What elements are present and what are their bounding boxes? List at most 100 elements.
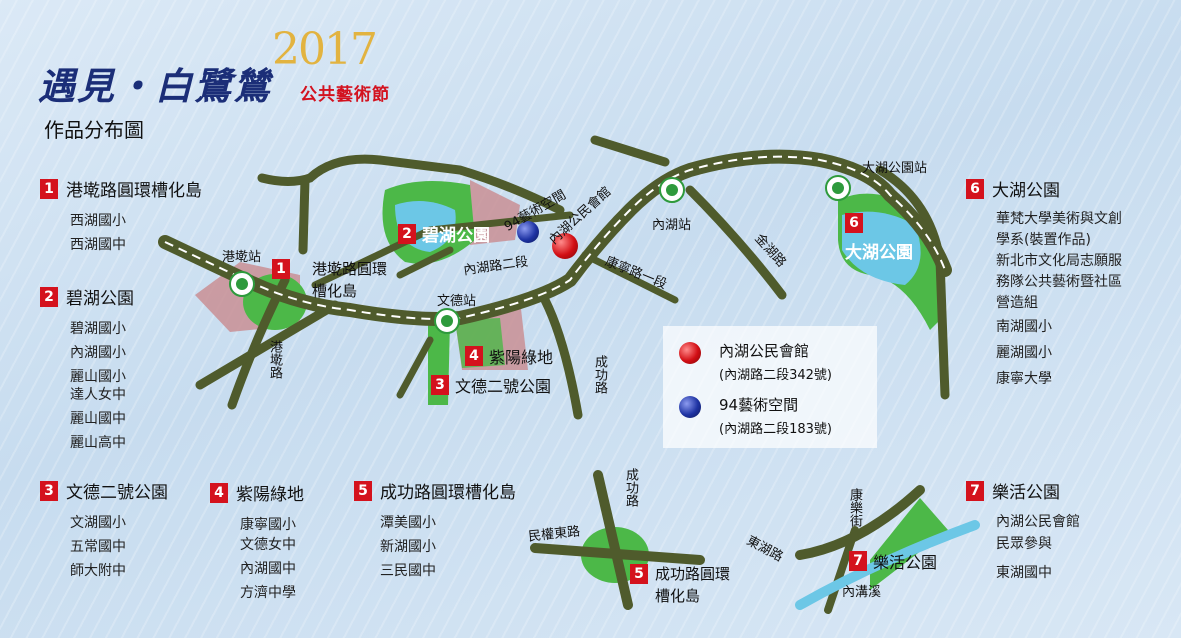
road-label: 康樂街 [847, 488, 862, 527]
legend-address: (內湖路二段342號) [719, 368, 832, 383]
list-item: 東湖國中 [996, 565, 1052, 581]
legend-name: 內湖公民會館 [719, 342, 810, 360]
road-northeast [590, 135, 670, 167]
road-wende [396, 336, 434, 399]
road-mid [396, 246, 454, 279]
road-chenggong [540, 295, 583, 420]
marker-label: 紫陽綠地 [489, 348, 554, 367]
festival-label: 公共藝術節 [300, 85, 390, 105]
station-label: 內湖站 [652, 218, 692, 233]
marker-number-badge: 5 [630, 564, 648, 584]
list-item: 營造組 [996, 295, 1038, 311]
mrt-line-dash [164, 155, 946, 320]
map-marker-4: 4 紫陽綠地 [465, 344, 553, 368]
list-item: 五常國中 [70, 539, 126, 555]
page-title: 遇見・白鷺鷥 [38, 64, 272, 108]
map-marker-2: 2 碧湖公園 [398, 221, 490, 246]
list-item: 華梵大學美術與文創 [996, 211, 1122, 227]
list-item: 內湖國中 [240, 561, 296, 577]
list-item: 三民國中 [380, 563, 436, 579]
list-item: 文湖國小 [70, 515, 126, 531]
station-label: 港墘站 [222, 250, 262, 265]
marker-label: 文德二號公園 [455, 377, 552, 396]
list-item: 西湖國小 [70, 213, 126, 229]
section-number-badge: 2 [40, 286, 58, 307]
list-item: 方濟中學 [240, 585, 296, 601]
road-label: 成功路 [623, 468, 638, 507]
station-icons [229, 175, 851, 334]
map-marker-7: 7 樂活公園 [849, 549, 937, 573]
list-item: 師大附中 [70, 563, 126, 579]
list-item: 文德女中 [240, 537, 296, 553]
road-kangning [581, 251, 679, 304]
marker-number-badge: 2 [398, 223, 416, 244]
lehuo-park [870, 498, 948, 590]
section-number-badge: 6 [966, 178, 984, 199]
list-item: 康寧大學 [996, 371, 1052, 387]
marker-label-line: 港墘路圓環 [312, 260, 388, 278]
road-neihu [311, 211, 574, 289]
road-lower-left [195, 300, 340, 390]
inset-minquan-rd [530, 543, 705, 565]
list-item: 康寧國小 [240, 517, 296, 533]
year-logo: 2017 [272, 24, 378, 75]
road-label: 成功路 [592, 355, 607, 394]
marker-number-badge: 4 [465, 346, 483, 366]
list-item: 碧湖國小 [70, 321, 126, 337]
section-number-badge: 7 [966, 480, 984, 501]
marker-label-line: 槽化島 [655, 587, 701, 605]
list-item: 達人女中 [70, 387, 126, 403]
legend-address: (內湖路二段183號) [719, 422, 832, 437]
page-subtitle: 作品分布圖 [44, 118, 144, 142]
inset-neigou-creek [795, 520, 980, 610]
list-item: 民眾參與 [996, 536, 1052, 552]
marker-number-badge: 3 [431, 375, 449, 395]
list-item: 學系(裝置作品) [996, 232, 1091, 248]
map-marker-6: 6 [845, 212, 863, 233]
legend-blue-dot [679, 396, 701, 418]
list-item: 新北市文化局志願服 [996, 253, 1122, 269]
map-marker-1: 1 [272, 258, 290, 279]
list-item: 務隊公共藝術暨社區 [996, 274, 1122, 290]
section-title: 碧湖公園 [66, 289, 134, 309]
section-title: 港墘路圓環槽化島 [66, 181, 202, 201]
list-item: 麗山國小 [70, 369, 126, 385]
marker-label: 大湖公園 [845, 243, 913, 263]
blue-pin [517, 221, 539, 243]
marker-number-badge: 7 [849, 551, 867, 571]
marker-label-line: 槽化島 [312, 282, 358, 300]
list-item: 潭美國小 [380, 515, 436, 531]
station-label: 文德站 [437, 294, 477, 309]
inset-kangle-st [824, 526, 859, 614]
section-title: 紫陽綠地 [236, 485, 304, 505]
map-marker-5: 5 [630, 563, 648, 584]
marker-label: 港墘路圓環 槽化島 [312, 258, 387, 302]
list-item: 麗湖國小 [996, 345, 1052, 361]
legend-red-dot [679, 342, 701, 364]
pink-zone-bihu [470, 180, 520, 245]
inset-donghu-rd [795, 485, 925, 560]
list-item: 麗山國中 [70, 411, 126, 427]
section-number-badge: 1 [40, 178, 58, 199]
marker-number-badge: 6 [845, 213, 863, 233]
marker-label: 樂活公園 [873, 553, 938, 572]
legend-name: 94藝術空間 [719, 396, 799, 414]
list-item: 內湖國小 [70, 345, 126, 361]
creek-label: 內溝溪 [842, 585, 882, 600]
legend: 內湖公民會館 (內湖路二段342號) 94藝術空間 (內湖路二段183號) [663, 326, 877, 448]
marker-label: 碧湖公園 [422, 226, 490, 246]
road-jinhu [685, 185, 787, 300]
list-item: 內湖公民會館 [996, 514, 1080, 530]
list-item: 西湖國中 [70, 237, 126, 253]
section-title: 成功路圓環槽化島 [380, 483, 516, 503]
list-item: 新湖國小 [380, 539, 436, 555]
marker-number-badge: 1 [272, 259, 290, 279]
red-pin [552, 233, 578, 259]
